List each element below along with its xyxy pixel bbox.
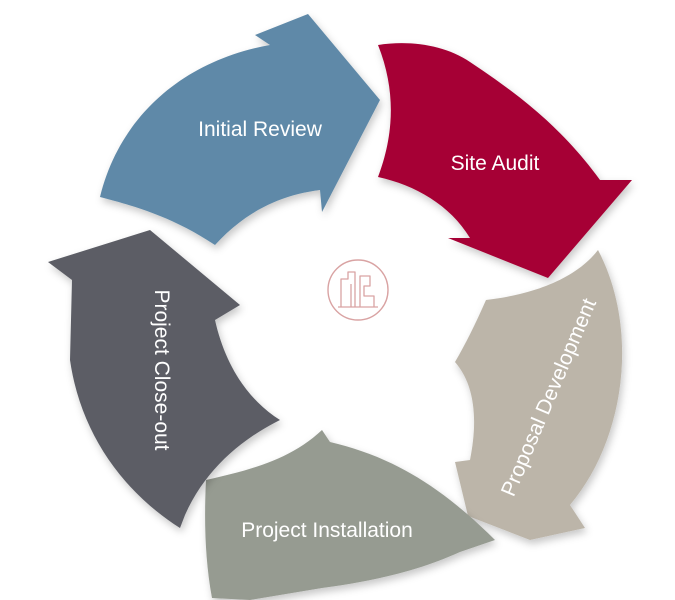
step-proposal-development: Proposal Development — [455, 250, 623, 540]
step-initial-review: Initial Review — [100, 14, 380, 245]
step-arrow-shape — [48, 230, 280, 528]
logo-mark — [338, 271, 378, 308]
company-logo-icon — [327, 259, 389, 321]
step-arrow-shape — [378, 43, 632, 278]
step-label-project-installation: Project Installation — [241, 519, 413, 542]
step-arrow-shape — [455, 250, 623, 540]
step-arrow-shape — [100, 14, 380, 245]
step-site-audit: Site Audit — [378, 43, 632, 278]
logo-ring — [327, 259, 389, 321]
step-project-closeout: Project Close-out — [48, 230, 280, 528]
step-label-site-audit: Site Audit — [451, 152, 540, 175]
step-project-installation: Project Installation — [205, 430, 495, 600]
step-label-project-closeout: Project Close-out — [150, 289, 173, 450]
step-arrow-shape — [205, 430, 495, 600]
step-label-initial-review: Initial Review — [198, 118, 323, 141]
